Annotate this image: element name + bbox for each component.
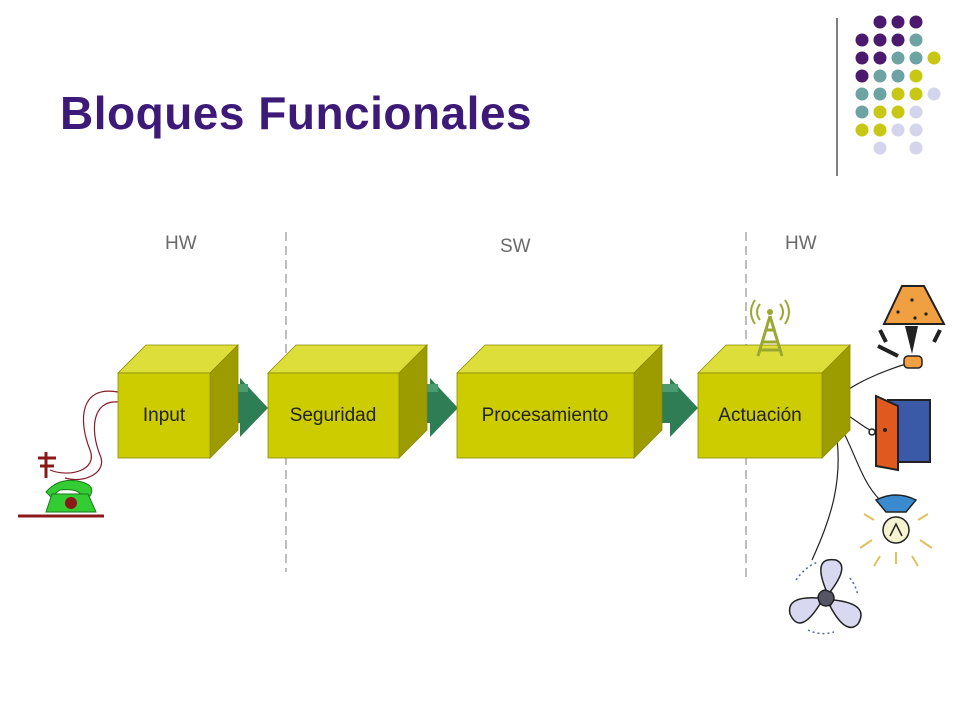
decorative-dot	[873, 123, 887, 137]
decorative-dot	[855, 105, 869, 119]
block-label-actuacion: Actuación	[718, 405, 801, 426]
decorative-dot	[909, 87, 923, 101]
decorative-dot	[891, 15, 905, 29]
decorative-dot	[855, 87, 869, 101]
block-label-seguridad: Seguridad	[290, 405, 377, 426]
decorative-dot	[891, 123, 905, 137]
zone-label-hw-left: HW	[165, 233, 197, 254]
decorative-dot	[909, 15, 923, 29]
light-bulb-icon	[859, 494, 933, 567]
block-actuacion: Actuación	[697, 344, 851, 459]
antenna-tower-icon	[750, 299, 790, 357]
decorative-dot	[873, 51, 887, 65]
decorative-dot	[855, 51, 869, 65]
lamp-icon	[877, 285, 946, 369]
block-seguridad: Seguridad	[267, 344, 428, 459]
telephone-icon	[18, 452, 104, 518]
decorative-dot	[873, 87, 887, 101]
fan-icon	[788, 558, 862, 635]
page-title: Bloques Funcionales	[60, 87, 533, 139]
decorative-dot	[873, 15, 887, 29]
wire-input-phone-1	[49, 390, 119, 474]
decorative-dot	[891, 51, 905, 65]
decorative-dot	[855, 69, 869, 83]
decorative-dot	[873, 33, 887, 47]
decorative-dot	[873, 105, 887, 119]
decorative-dot	[909, 123, 923, 137]
decorative-dot	[891, 87, 905, 101]
door-icon	[868, 394, 931, 472]
block-label-procesamiento: Procesamiento	[482, 405, 609, 426]
decorative-dot	[909, 33, 923, 47]
block-label-input: Input	[143, 405, 186, 426]
decorative-dot	[855, 33, 869, 47]
decorative-dot	[873, 69, 887, 83]
decorative-dot	[909, 141, 923, 155]
zone-label-hw-right: HW	[785, 233, 817, 254]
zone-label-sw: SW	[500, 236, 531, 257]
block-input: Input	[117, 344, 239, 459]
decorative-dot	[927, 87, 941, 101]
decorative-dot	[873, 141, 887, 155]
decorative-dot	[855, 123, 869, 137]
decorative-dot	[891, 33, 905, 47]
wire-input-phone-2	[64, 401, 119, 481]
decorative-dot	[909, 105, 923, 119]
decorative-dot	[891, 105, 905, 119]
decorative-dot	[927, 51, 941, 65]
decorative-dot	[909, 69, 923, 83]
decorative-dot	[909, 51, 923, 65]
block-procesamiento: Procesamiento	[456, 344, 663, 459]
decorative-dot	[891, 69, 905, 83]
